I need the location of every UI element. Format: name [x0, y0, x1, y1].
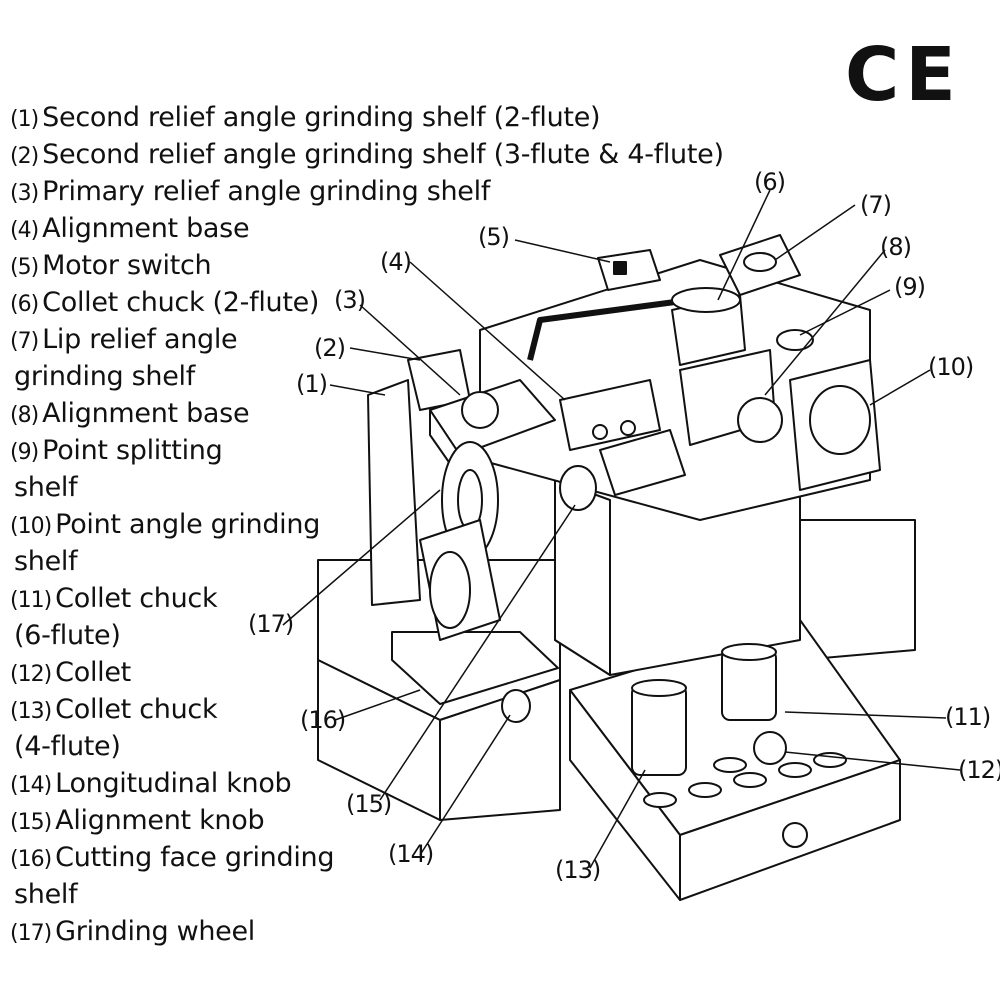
alignment-base-left	[559, 379, 661, 451]
ce-mark: CE	[845, 32, 962, 118]
legend-text: Lip relief angle	[42, 324, 238, 355]
legend-text: shelf	[14, 879, 78, 910]
callout-1: (1)	[296, 370, 328, 398]
legend-text: Collet	[55, 657, 131, 688]
legend-number: (7)	[10, 329, 39, 354]
legend-line: (14)Longitudinal knob	[10, 766, 355, 803]
legend-line: shelf	[10, 877, 355, 914]
callout-5: (5)	[478, 223, 510, 251]
legend-text: Point angle grinding	[55, 509, 321, 540]
cutting-face-shelf	[391, 631, 559, 705]
motor-switch-drawing	[597, 249, 661, 291]
legend-number: (16)	[10, 847, 52, 872]
callout-16: (16)	[300, 706, 346, 734]
legend-text: shelf	[14, 546, 78, 577]
legend-number: (1)	[10, 107, 39, 132]
callout-8: (8)	[880, 233, 912, 261]
legend-number: (17)	[10, 921, 52, 946]
legend-text: Collet chuck	[55, 694, 218, 725]
drawer-knob	[782, 822, 808, 848]
legend-text: Alignment base	[42, 398, 250, 429]
legend-text: Collet chuck	[55, 583, 218, 614]
left-shelf-post	[367, 379, 421, 606]
legend-line: (5)Motor switch	[10, 248, 355, 285]
legend-line: (9)Point splitting	[10, 433, 355, 470]
legend-line: (2)Second relief angle grinding shelf (3…	[10, 137, 724, 174]
legend-line: (6-flute)	[10, 618, 355, 655]
legend-number: (10)	[10, 514, 52, 539]
legend-line: grinding shelf	[10, 359, 355, 396]
legend-line: (7)Lip relief angle	[10, 322, 355, 359]
legend-text: (4-flute)	[14, 731, 121, 762]
callout-3: (3)	[334, 286, 366, 314]
legend-line: (1)Second relief angle grinding shelf (2…	[10, 100, 601, 137]
callout-10: (10)	[928, 353, 974, 381]
legend-line: (16)Cutting face grinding	[10, 840, 355, 877]
legend-number: (4)	[10, 218, 39, 243]
legend-line: (17)Grinding wheel	[10, 914, 355, 951]
callout-6: (6)	[754, 168, 786, 196]
legend-line: (4)Alignment base	[10, 211, 355, 248]
legend-number: (2)	[10, 144, 39, 169]
callout-9: (9)	[894, 273, 926, 301]
legend-line: (13)Collet chuck	[10, 692, 355, 729]
legend-line: (10)Point angle grinding	[10, 507, 355, 544]
legend-number: (6)	[10, 292, 39, 317]
callout-17: (17)	[248, 610, 294, 638]
callout-2: (2)	[314, 334, 346, 362]
legend-text: shelf	[14, 472, 78, 503]
legend-line: (11)Collet chuck	[10, 581, 355, 618]
callout-14: (14)	[388, 840, 434, 868]
legend-text: Longitudinal knob	[55, 768, 292, 799]
callout-4: (4)	[380, 248, 412, 276]
legend-text: Second relief angle grinding shelf (2-fl…	[42, 102, 601, 133]
legend-text: Point splitting	[42, 435, 223, 466]
legend-line: (4-flute)	[10, 729, 355, 766]
legend-number: (5)	[10, 255, 39, 280]
collet-4-drawing	[631, 684, 687, 776]
legend-number: (9)	[10, 440, 39, 465]
legend-text: Grinding wheel	[55, 916, 256, 947]
legend-number: (15)	[10, 810, 52, 835]
legend-number: (14)	[10, 773, 52, 798]
legend-text: Collet chuck (2-flute)	[42, 287, 320, 318]
callout-13: (13)	[555, 856, 601, 884]
legend-line: shelf	[10, 470, 355, 507]
legend-text: Primary relief angle grinding shelf	[42, 176, 491, 207]
callout-11: (11)	[945, 703, 991, 731]
callout-15: (15)	[346, 790, 392, 818]
legend-number: (8)	[10, 403, 39, 428]
legend-line: (15)Alignment knob	[10, 803, 355, 840]
leader-lines	[282, 189, 961, 869]
legend-text: Alignment base	[42, 213, 250, 244]
parts-legend: (1)Second relief angle grinding shelf (2…	[10, 100, 724, 951]
legend-text: Second relief angle grinding shelf (3-fl…	[42, 139, 724, 170]
legend-line: (8)Alignment base	[10, 396, 355, 433]
longitudinal-knob-drawing	[501, 689, 531, 723]
legend-text: Alignment knob	[55, 805, 265, 836]
legend-number: (12)	[10, 662, 52, 687]
callout-12: (12)	[958, 756, 1000, 784]
legend-text: Motor switch	[42, 250, 212, 281]
legend-text: (6-flute)	[14, 620, 121, 651]
legend-number: (3)	[10, 181, 39, 206]
legend-line: (12)Collet	[10, 655, 355, 692]
callout-7: (7)	[860, 191, 892, 219]
collet-small-drawing	[753, 731, 787, 765]
legend-line: shelf	[10, 544, 355, 581]
legend-line: (6)Collet chuck (2-flute)	[10, 285, 355, 322]
legend-number: (13)	[10, 699, 52, 724]
legend-number: (11)	[10, 588, 52, 613]
alignment-knob-drawing	[559, 465, 597, 511]
legend-text: grinding shelf	[14, 361, 195, 392]
legend-text: Cutting face grinding	[55, 842, 335, 873]
legend-line: (3)Primary relief angle grinding shelf	[10, 174, 490, 211]
